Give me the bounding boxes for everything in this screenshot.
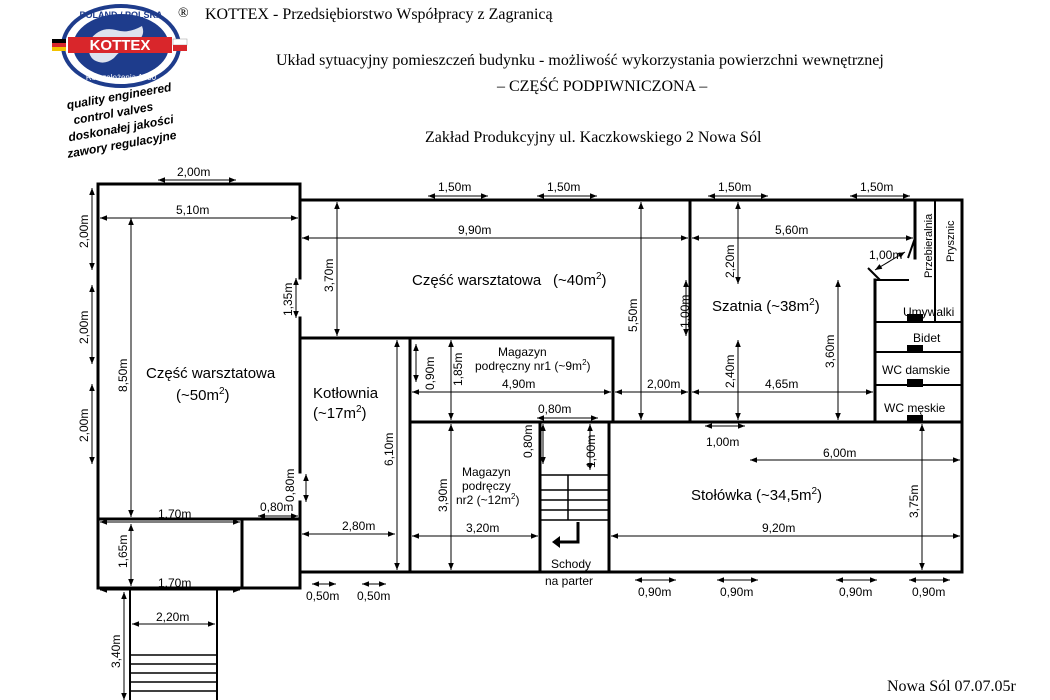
- dim-9-20: 9,20m: [762, 521, 795, 535]
- plan-date: Nowa Sól 07.07.05r: [887, 678, 1016, 695]
- dim-0-90-d: 0,90m: [912, 585, 945, 599]
- flag-poland-white: [172, 38, 188, 46]
- stairs-direction-icon: [560, 522, 580, 544]
- plan-location: Zakład Produkcyjny ul. Kaczkowskiego 2 N…: [425, 129, 762, 146]
- dim-1-85: 1,85m: [451, 353, 465, 386]
- dim-2-00-top: 2,00m: [177, 165, 210, 179]
- flag-germany-gold: [52, 47, 66, 51]
- dim-5-50: 5,50m: [626, 299, 640, 332]
- dim-5-60: 5,60m: [775, 223, 808, 237]
- dim-2-00-v2: 2,00m: [77, 311, 91, 344]
- dim-2-20-bottom: 2,20m: [156, 610, 189, 624]
- room-labels: Część warsztatowa (~50m2) Część warsztat…: [146, 213, 957, 588]
- room-canteen: Stołówka (~34,5m2): [691, 486, 822, 504]
- dim-2-00-v1: 2,00m: [77, 215, 91, 248]
- dim-2-00-v3: 2,00m: [77, 409, 91, 442]
- dim-1-70-b: 1,70m: [158, 576, 191, 590]
- dim-0-90-a: 0,90m: [638, 585, 671, 599]
- dim-6-00: 6,00m: [823, 446, 856, 460]
- room-workshop-big-area: (~50m2): [176, 386, 230, 404]
- room-locker: Szatnia (~38m2): [712, 297, 820, 315]
- dim-3-90: 3,90m: [436, 479, 450, 512]
- dim-3-70: 3,70m: [322, 259, 336, 292]
- stairs-left-treads: [130, 654, 217, 692]
- dim-4-65: 4,65m: [765, 377, 798, 391]
- dim-0-80-h: 0,80m: [260, 500, 293, 514]
- dim-5-10: 5,10m: [176, 203, 209, 217]
- plan-title: Układ sytuacyjny pomieszczeń budynku - m…: [276, 52, 884, 69]
- dim-1-00-h: 1,00m: [706, 435, 739, 449]
- dim-0-90-c: 0,90m: [839, 585, 872, 599]
- room-wc-women: WC damskie: [882, 363, 950, 377]
- room-boiler-name: Kotłownia: [313, 385, 379, 402]
- room-store2-line2: podręczy: [462, 479, 511, 493]
- dim-0-90: 0,90m: [423, 357, 437, 390]
- dim-1-70-a: 1,70m: [158, 507, 191, 521]
- company-header: KOTTEX - Przedsiębiorstwo Współpracy z Z…: [205, 6, 553, 23]
- room-stairs-line2: na parter: [545, 574, 593, 588]
- room-store1-line2: podręczny nr1 (~9m2): [475, 358, 591, 373]
- dim-3-75: 3,75m: [907, 485, 921, 518]
- room-store1-line1: Magazyn: [498, 345, 547, 359]
- dim-1-00-v2: 1,00m: [584, 435, 598, 468]
- room-stairs-line1: Schody: [551, 557, 591, 571]
- dim-6-10: 6,10m: [382, 433, 396, 466]
- dim-2-40: 2,40m: [723, 355, 737, 388]
- registered-mark: ®: [178, 6, 189, 21]
- dim-8-50: 8,50m: [116, 359, 130, 392]
- dim-0-50-b: 0,50m: [357, 589, 390, 603]
- flag-poland-red: [173, 45, 187, 51]
- dim-0-80-door: 0,80m: [538, 402, 571, 416]
- room-store2-line3: nr2 (~12m2): [456, 492, 519, 507]
- dim-1-65: 1,65m: [116, 535, 130, 568]
- flag-germany-black: [52, 39, 66, 43]
- plan-subtitle: – CZĘŚĆ PODPIWNICZONA –: [497, 78, 708, 95]
- flag-germany-red: [52, 43, 66, 47]
- room-boiler-area: (~17m2): [313, 404, 367, 422]
- stairs-middle-treads: [540, 475, 609, 521]
- dim-4-90: 4,90m: [502, 377, 535, 391]
- dim-3-20: 3,20m: [466, 521, 499, 535]
- logo-brand-text: KOTTEX: [90, 37, 151, 54]
- dim-2-20: 2,20m: [723, 245, 737, 278]
- room-store2-line1: Magazyn: [462, 465, 511, 479]
- dim-3-40: 3,40m: [109, 635, 123, 668]
- stairs-arrow-head-icon: [552, 536, 560, 548]
- dim-9-90: 9,90m: [458, 223, 491, 237]
- room-bidet: Bidet: [913, 331, 941, 345]
- room-sinks: Umywalki: [903, 305, 954, 319]
- dim-0-50-a: 0,50m: [306, 589, 339, 603]
- dim-0-90-b: 0,90m: [720, 585, 753, 599]
- dimension-lines: [89, 177, 960, 700]
- room-workshop-big-name: Część warsztatowa: [146, 365, 276, 382]
- logo-top-text: POLAND / POLSKA: [79, 10, 163, 20]
- company-logo: KOTTEX POLAND / POLSKA Rok założenia 199…: [52, 4, 188, 161]
- dim-1-50-c: 1,50m: [718, 180, 751, 194]
- dim-1-00-door: 1,00m: [869, 248, 902, 262]
- dim-1-50-d: 1,50m: [860, 180, 893, 194]
- dimension-labels: 2,00m 5,10m 2,00m 2,00m 2,00m 8,50m 1,35…: [77, 165, 945, 668]
- dim-3-60: 3,60m: [823, 335, 837, 368]
- sanitary-walls: [867, 237, 962, 423]
- dim-0-80-v: 0,80m: [283, 469, 297, 502]
- dim-1-50-a: 1,50m: [438, 180, 471, 194]
- dim-2-80: 2,80m: [342, 519, 375, 533]
- logo-brand-band: [68, 37, 172, 53]
- dim-1-50-b: 1,50m: [547, 180, 580, 194]
- room-shower: Prysznic: [945, 220, 957, 262]
- dim-1-00-v: 1,00m: [678, 295, 692, 328]
- logo-founded-text: Rok założenia 1990: [86, 73, 157, 82]
- dim-0-80-v2: 0,80m: [521, 425, 535, 458]
- room-wc-men: WC męskie: [884, 401, 946, 415]
- room-workshop-40: Część warsztatowa(~40m2): [412, 271, 607, 289]
- room-changing: Przebieralnia: [923, 213, 935, 278]
- building-walls: [96, 182, 964, 700]
- dim-1-35: 1,35m: [281, 283, 295, 316]
- dim-2-00-h: 2,00m: [647, 377, 680, 391]
